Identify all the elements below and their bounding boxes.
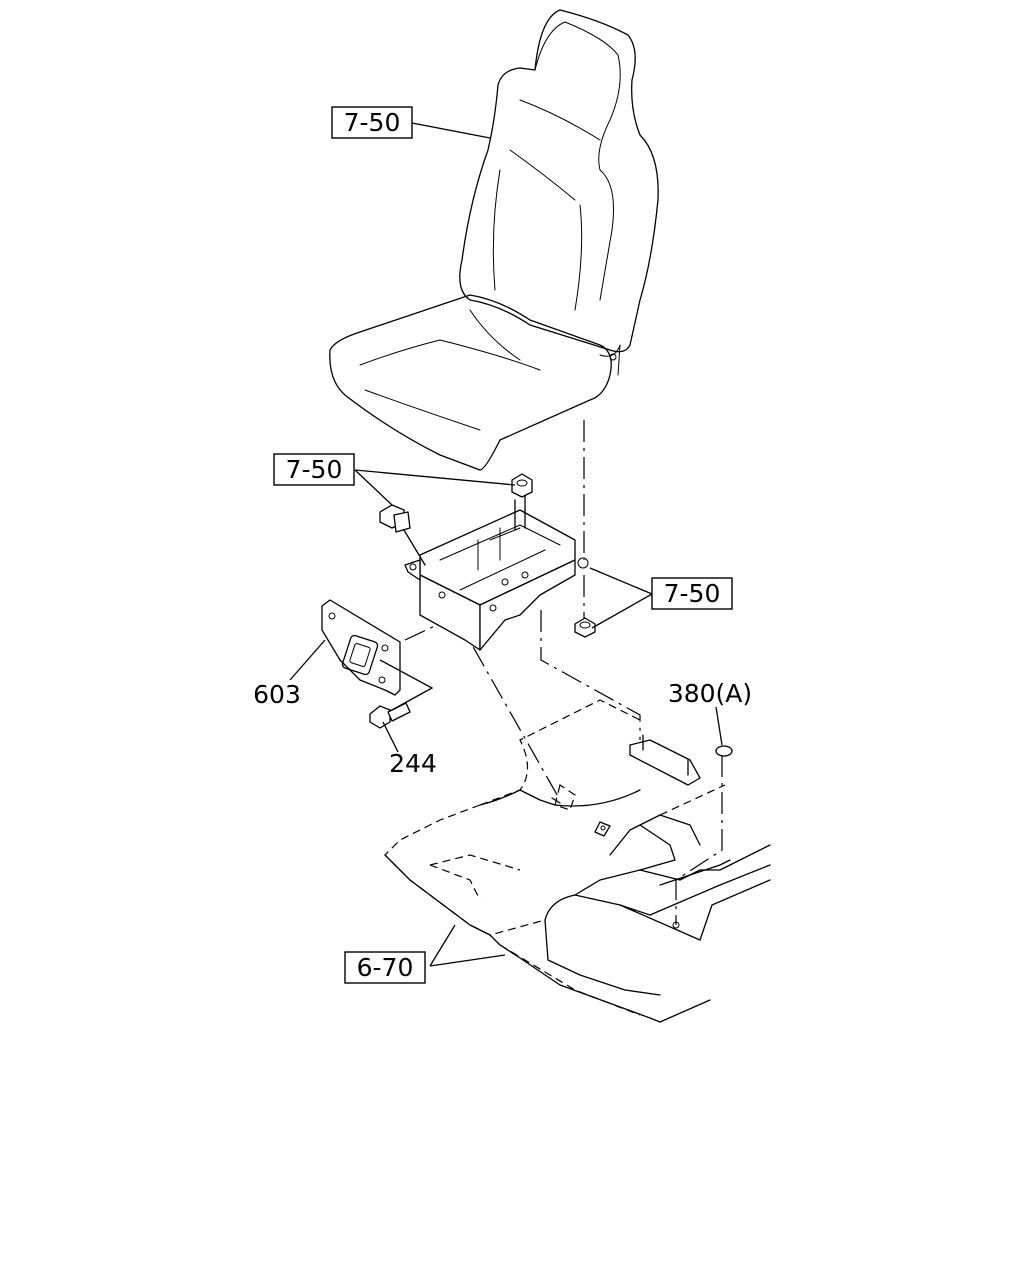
assembly-center-lines (404, 420, 723, 925)
callout-floor: 6-70 (344, 951, 426, 984)
cover-plate (321, 599, 401, 696)
callout-bracket-fastener: 7-50 (273, 453, 355, 486)
callout-nut-text: 7-50 (664, 579, 721, 608)
cab-floor (384, 699, 771, 1023)
seat-cushion (329, 294, 612, 471)
seat-assembly (329, 9, 659, 471)
callout-nut: 7-50 (651, 577, 733, 610)
lower-nut-icon (574, 617, 596, 638)
callout-bolt: 244 (389, 749, 437, 778)
callout-cover-plate: 603 (253, 680, 301, 709)
bracket-nut-icon (511, 473, 533, 498)
seat-backrest (459, 9, 659, 353)
grommet-icon (715, 745, 733, 757)
callout-floor-text: 6-70 (357, 953, 414, 982)
seat-bracket (404, 494, 589, 651)
callout-seat-text: 7-50 (344, 108, 401, 137)
bracket-bolt-icon (379, 504, 426, 566)
callout-bracket-fastener-text: 7-50 (286, 455, 343, 484)
bolt-244-icon (369, 659, 434, 729)
leader-lines (289, 122, 723, 967)
callout-seat: 7-50 (331, 106, 413, 139)
callout-grommet: 380(A) (668, 679, 752, 708)
